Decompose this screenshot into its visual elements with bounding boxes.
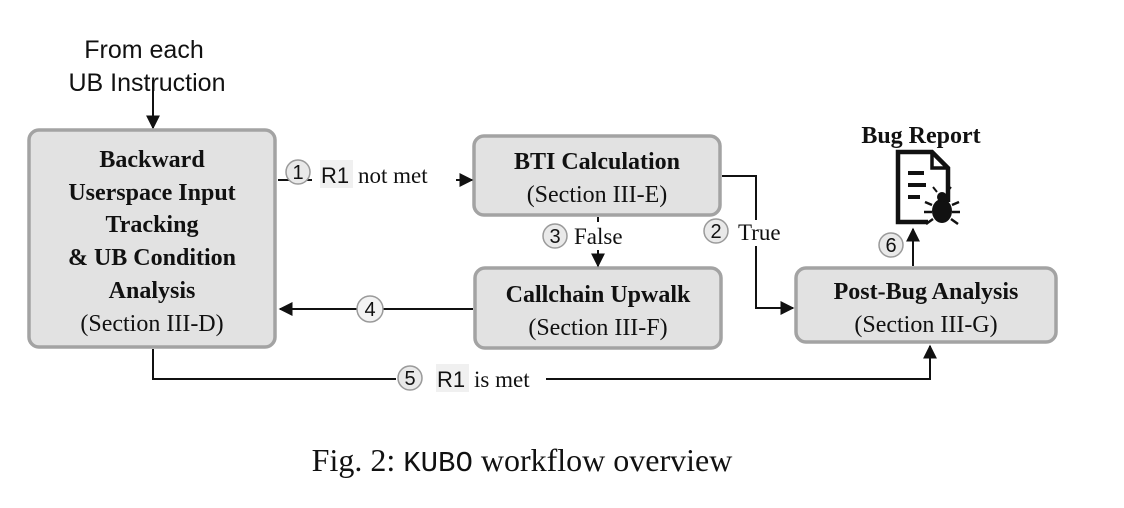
node-bti: BTI Calculation (Section III-E) bbox=[472, 134, 722, 217]
edge-3-number: 3 bbox=[549, 226, 560, 248]
edge-1-r1: R1 bbox=[321, 163, 349, 188]
node-callchain-section: (Section III-F) bbox=[528, 315, 667, 341]
caption-suffix: workflow overview bbox=[473, 442, 732, 478]
node-backward-title-3: Tracking bbox=[106, 212, 199, 238]
edge-5-r1: R1 bbox=[437, 367, 465, 392]
edge-4-label: 4 bbox=[356, 295, 384, 323]
edge-1-label: 1 R1 not met bbox=[285, 159, 456, 190]
node-backward-section: (Section III-D) bbox=[80, 311, 223, 337]
edge-2-label: 2 True bbox=[703, 218, 786, 246]
node-backward-title-4: & UB Condition bbox=[68, 245, 236, 271]
node-backward-title-2: Userspace Input bbox=[68, 180, 235, 206]
node-backward: Backward Userspace Input Tracking & UB C… bbox=[27, 128, 277, 349]
edge-6-number: 6 bbox=[885, 235, 896, 257]
node-postbug: Post-Bug Analysis (Section III-G) bbox=[794, 266, 1058, 344]
edge-2-text: True bbox=[738, 220, 781, 245]
edge-6-label: 6 bbox=[878, 232, 904, 258]
edge-4-number: 4 bbox=[364, 299, 375, 321]
node-backward-title-5: Analysis bbox=[109, 278, 196, 304]
node-bti-title: BTI Calculation bbox=[514, 149, 680, 175]
edge-3-label: 3 False bbox=[541, 222, 635, 250]
figure-caption: Fig. 2: KUBO workflow overview bbox=[312, 442, 733, 480]
edge-2-number: 2 bbox=[710, 221, 721, 243]
bug-report-icon bbox=[895, 149, 960, 226]
edge-5-number: 5 bbox=[404, 368, 415, 390]
node-postbug-title: Post-Bug Analysis bbox=[834, 279, 1019, 305]
edge-5-label: 5 R1 is met bbox=[396, 364, 546, 394]
bug-report-title: Bug Report bbox=[861, 123, 980, 149]
caption-prefix: Fig. 2: bbox=[312, 442, 404, 478]
edge-1-number: 1 bbox=[292, 162, 303, 184]
node-bti-section: (Section III-E) bbox=[527, 182, 668, 208]
edge-3-text: False bbox=[574, 224, 623, 249]
node-backward-title-1: Backward bbox=[99, 147, 205, 173]
edge-1-text: not met bbox=[358, 163, 428, 188]
input-label-line1: From each bbox=[84, 36, 203, 64]
input-label-line2: UB Instruction bbox=[68, 69, 225, 97]
node-postbug-section: (Section III-G) bbox=[854, 312, 997, 338]
node-callchain: Callchain Upwalk (Section III-F) bbox=[473, 266, 723, 350]
caption-tool: KUBO bbox=[403, 447, 473, 480]
edge-5-text: is met bbox=[474, 367, 530, 392]
node-callchain-title: Callchain Upwalk bbox=[506, 282, 691, 308]
